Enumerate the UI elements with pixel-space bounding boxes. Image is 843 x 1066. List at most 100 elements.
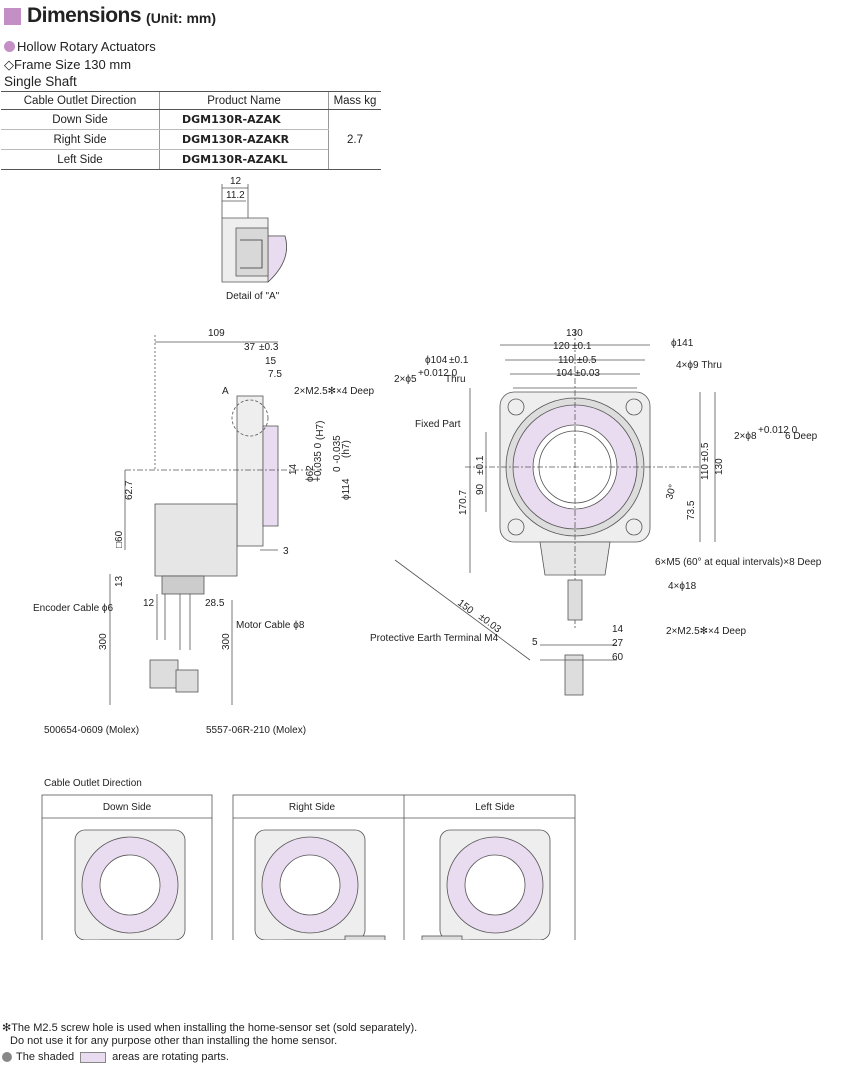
dia-141: ϕ141 — [671, 338, 694, 349]
motor-cable-label: Motor Cable ϕ8 — [236, 620, 305, 631]
pin-hole-8-depth: 6 Deep — [785, 431, 818, 442]
cell-direction: Down Side — [1, 109, 160, 130]
cell-mass: 2.7 — [328, 109, 381, 170]
dim-15: 15 — [265, 356, 277, 367]
angle-30: 30° — [664, 483, 679, 500]
pin-hole-5-tol: +0.012 0 — [418, 368, 458, 379]
col-header-product: Product Name — [159, 91, 329, 110]
outlet-title: Cable Outlet Direction — [44, 778, 142, 789]
unit-label: (Unit: mm) — [146, 10, 217, 26]
table-row: Left Side DGM130R-AZAKL — [1, 149, 381, 170]
front-view-drawing — [394, 330, 716, 696]
dia-62: ϕ62 — [305, 465, 316, 482]
cell-product: DGM130R-AZAK — [159, 109, 329, 130]
dim-110-right: 110 — [700, 464, 711, 480]
dim-90: 90 — [475, 483, 486, 495]
shaft-label: Single Shaft — [4, 74, 77, 89]
dim-7-5: 7.5 — [268, 369, 282, 380]
note-screw-usage: Do not use it for any purpose other than… — [10, 1035, 338, 1047]
screw-callout-bottom: 2×M2.5✻×4 Deep — [666, 626, 747, 637]
dia-62-tol: +0.035 0 — [313, 442, 324, 482]
page-title: Dimensions — [27, 4, 142, 27]
connector-label-2: 5557-06R-210 (Molex) — [206, 725, 306, 736]
dim-120: 120 — [553, 341, 570, 352]
pin-hole-8-tol: +0.012 0 — [758, 425, 798, 436]
col-header-mass: Mass kg — [328, 91, 381, 110]
section-header: Dimensions (Unit: mm) — [4, 4, 216, 28]
outlet-down-drawing — [74, 829, 186, 940]
dim-square-60: □60 — [114, 530, 125, 548]
counterbore-label: 4×ϕ18 — [668, 581, 697, 592]
dim-28-5: 28.5 — [205, 598, 225, 609]
dim-37-tol: ±0.3 — [259, 342, 279, 353]
dia-104-tol: ±0.1 — [449, 355, 469, 366]
category-label: Hollow Rotary Actuators — [4, 39, 156, 54]
cell-direction: Left Side — [1, 149, 160, 170]
dia-114: ϕ114 — [341, 478, 352, 500]
dim-110-tol: ±0.5 — [577, 355, 597, 366]
dim-130-top: 130 — [566, 328, 583, 339]
dim-150: 150 — [455, 598, 475, 617]
side-view-drawing — [109, 335, 322, 705]
dim-37: 37 — [244, 342, 256, 353]
note-screw: ✻The M2.5 screw hole is used when instal… — [2, 1022, 418, 1034]
outlet-down-label: Down Side — [103, 802, 152, 813]
dim-170-7: 170.7 — [458, 490, 469, 515]
connector-label-1: 500654-0609 (Molex) — [44, 725, 139, 736]
table-row: Right Side DGM130R-AZAKR — [1, 129, 381, 150]
outlet-view-frames — [41, 794, 576, 940]
dim-110-right-tol: ±0.5 — [700, 442, 711, 462]
dim-60-bottom: 60 — [612, 652, 624, 663]
tol-h7-shaft: (h7) — [341, 440, 352, 458]
cell-direction: Right Side — [1, 129, 160, 150]
dia-104: ϕ104 — [425, 355, 448, 366]
table-row: Down Side DGM130R-AZAK 2.7 — [1, 109, 381, 170]
dim-90-tol: ±0.1 — [475, 455, 486, 475]
detail-caption: Detail of "A" — [226, 291, 280, 302]
detail-marker-a: A — [222, 386, 229, 397]
encoder-cable-label: Encoder Cable ϕ6 — [33, 603, 114, 614]
cell-product: DGM130R-AZAKL — [159, 149, 329, 170]
outlet-right-drawing — [254, 829, 386, 940]
rotating-part-swatch — [80, 1051, 107, 1063]
detail-dim-12: 12 — [230, 176, 242, 187]
detail-dim-11-2: 11.2 — [226, 190, 245, 201]
thru-holes-label: 4×ϕ9 Thru — [676, 360, 722, 371]
dim-104-tol: ±0.03 — [575, 368, 600, 379]
pe-terminal-label: Protective Earth Terminal M4 — [370, 633, 499, 644]
dim-110: 110 — [558, 355, 574, 366]
note-bullet-icon — [2, 1052, 12, 1062]
detail-a-drawing — [221, 184, 287, 283]
cell-product: DGM130R-AZAKR — [159, 129, 329, 150]
screw-callout: 2×M2.5✻×4 Deep — [294, 386, 375, 397]
note-shaded: The shaded areas are rotating parts. — [2, 1051, 229, 1063]
dim-62-7: 62.7 — [124, 480, 135, 500]
dim-3: 3 — [283, 546, 289, 557]
product-table: Cable Outlet Direction Product Name Mass… — [1, 91, 381, 170]
frame-size-label: ◇Frame Size 130 mm — [4, 57, 132, 72]
dim-73-5: 73.5 — [686, 500, 697, 520]
category-dot-icon — [4, 41, 15, 52]
dim-5: 5 — [532, 637, 538, 648]
dim-109: 109 — [208, 328, 225, 339]
pin-hole-5-thru: Thru — [445, 374, 466, 385]
dim-120-tol: ±0.1 — [572, 341, 592, 352]
dim-13: 13 — [114, 575, 125, 587]
outlet-left-label: Left Side — [475, 802, 515, 813]
dim-130-right: 130 — [714, 458, 725, 475]
dim-300-left: 300 — [98, 633, 109, 650]
dim-27: 27 — [612, 638, 624, 649]
dim-14: 14 — [288, 463, 299, 475]
dimension-drawing: 12 11.2 Detail of "A" 109 37 ±0.3 15 7.5… — [33, 176, 822, 940]
dim-300-right: 300 — [221, 633, 232, 650]
col-header-direction: Cable Outlet Direction — [1, 91, 160, 110]
dim-104: 104 — [556, 368, 573, 379]
outlet-left-drawing — [421, 829, 551, 940]
pin-hole-8: 2×ϕ8 — [734, 431, 757, 442]
tapped-holes-label: 6×M5 (60° at equal intervals)×8 Deep — [655, 557, 822, 568]
header-square-icon — [4, 7, 21, 25]
dim-14-bottom: 14 — [612, 624, 624, 635]
fixed-part-label: Fixed Part — [415, 419, 461, 430]
dia-114-tol: 0 -0.035 — [332, 435, 343, 472]
dim-12: 12 — [143, 598, 155, 609]
